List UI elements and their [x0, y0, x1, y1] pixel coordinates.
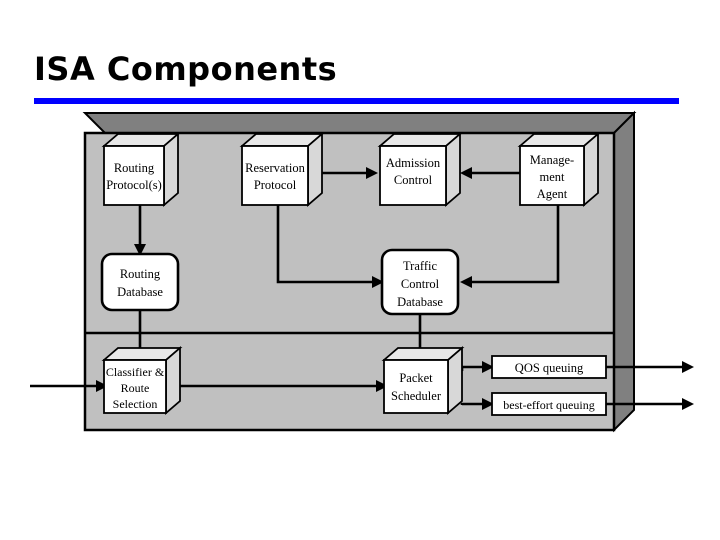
box-management-agent-label-line-1: Manage-: [530, 153, 574, 167]
box-traffic-control-database[interactable]: Traffic Control Database: [380, 248, 460, 316]
box-management-agent-label-line-2: ment: [540, 170, 566, 184]
connector-group: [30, 171, 690, 406]
box-routing-protocols[interactable]: Routing Protocol(s): [101, 132, 181, 207]
box-reservation-protocol-side: [307, 132, 323, 207]
box-qos-queuing-label: QOS queuing: [515, 361, 584, 375]
box-admission-control-face: [379, 145, 447, 206]
arrowhead-routing-db: [134, 244, 146, 256]
arrowhead-besteffort-out: [682, 398, 694, 410]
box-management-agent-label-line-3: Agent: [537, 187, 568, 201]
arrowhead-besteffort-in: [482, 398, 494, 410]
box-routing-database-label-line-1: Routing: [120, 267, 161, 281]
box-management-agent-face: [519, 145, 585, 206]
box-routing-database[interactable]: Routing Database: [100, 252, 180, 312]
box-reservation-protocol[interactable]: Reservation Protocol: [239, 132, 325, 207]
panel-right-bevel: [613, 110, 635, 433]
connector-reservation-to-tcdb: [276, 204, 378, 284]
box-best-effort-queuing-face: [491, 392, 607, 416]
arrowhead-scheduler-left: [376, 380, 388, 392]
arrowhead-tcdb-right: [460, 276, 472, 288]
box-reservation-protocol-face: [241, 145, 309, 206]
box-reservation-protocol-label-line-2: Protocol: [254, 178, 297, 192]
box-routing-protocols-label-line-2: Protocol(s): [106, 178, 162, 192]
box-routing-protocols-side: [163, 132, 179, 207]
arrowhead-classifier-left: [96, 380, 108, 392]
arrowhead-tcdb-left: [372, 276, 384, 288]
box-routing-database-label-line-2: Database: [117, 285, 163, 299]
box-qos-queuing-face: [491, 355, 607, 379]
box-admission-control-label-line-1: Admission: [386, 156, 441, 170]
arrowhead-admission-left: [366, 167, 378, 179]
box-packet-scheduler-face: [383, 359, 449, 414]
box-routing-database-face: [100, 252, 180, 312]
box-traffic-control-database-face: [380, 248, 460, 316]
box-traffic-control-database-label-line-1: Traffic: [403, 259, 437, 273]
box-classifier-route-selection-side: [165, 346, 181, 415]
panel-top-bevel: [82, 112, 637, 134]
box-classifier-route-selection-label-line-3: Selection: [113, 397, 158, 411]
page-title: ISA Components: [34, 50, 338, 88]
box-classifier-route-selection-label-line-1: Classifier &: [106, 365, 165, 379]
box-classifier-route-selection-face: [103, 359, 167, 414]
box-classifier-route-selection[interactable]: Classifier & Route Selection: [101, 346, 183, 415]
box-packet-scheduler-label-line-2: Scheduler: [391, 389, 442, 403]
title-underline-rule: [34, 98, 679, 104]
connector-agent-to-tcdb: [466, 204, 560, 284]
arrowhead-admission-right: [460, 167, 472, 179]
box-packet-scheduler-label-line-1: Packet: [399, 371, 433, 385]
box-best-effort-queuing-label: best-effort queuing: [503, 398, 594, 412]
box-best-effort-queuing[interactable]: best-effort queuing: [491, 392, 607, 416]
box-classifier-route-selection-label-line-2: Route: [121, 381, 150, 395]
connector-scheduler-to-besteffort: [460, 402, 488, 406]
box-traffic-control-database-label-line-2: Control: [401, 277, 440, 291]
box-packet-scheduler-side: [447, 346, 463, 415]
box-routing-protocols-label-line-1: Routing: [114, 161, 155, 175]
box-routing-protocols-face: [103, 145, 165, 206]
box-admission-control-side: [445, 132, 461, 207]
box-qos-queuing[interactable]: QOS queuing: [491, 355, 607, 379]
box-management-agent-side: [583, 132, 599, 207]
box-traffic-control-database-label-line-3: Database: [397, 295, 443, 309]
box-packet-scheduler[interactable]: Packet Scheduler: [381, 346, 465, 415]
box-admission-control-label-line-2: Control: [394, 173, 433, 187]
arrowhead-qos-in: [482, 361, 494, 373]
box-reservation-protocol-label-line-1: Reservation: [245, 161, 305, 175]
box-management-agent[interactable]: Manage- ment Agent: [517, 132, 601, 207]
box-admission-control[interactable]: Admission Control: [377, 132, 463, 207]
arrowhead-qos-out: [682, 361, 694, 373]
